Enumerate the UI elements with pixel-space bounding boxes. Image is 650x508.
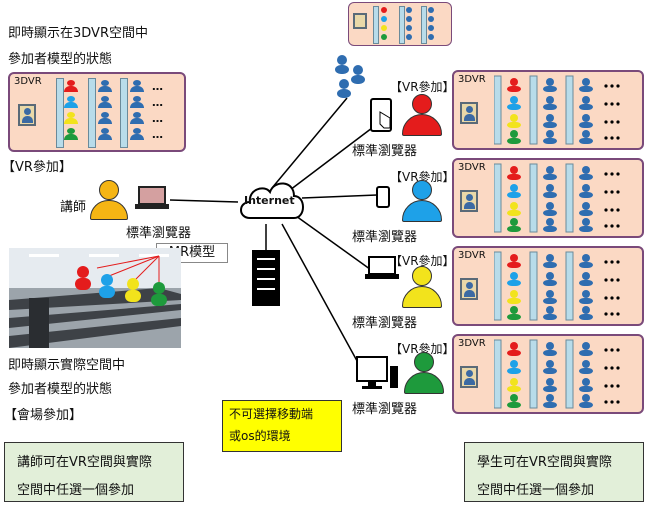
browser-label: 標準瀏覽器 xyxy=(352,402,418,417)
participant-icon xyxy=(130,128,144,140)
tablet-icon xyxy=(370,98,392,132)
participant-yellow-icon xyxy=(64,112,78,124)
portrait-icon xyxy=(460,278,478,300)
ellipsis-icon: … xyxy=(152,96,164,109)
panel-label: 3DVR xyxy=(458,74,486,85)
desktop-pc-icon xyxy=(356,356,398,389)
server-icon xyxy=(252,250,280,306)
internet-label: Internet xyxy=(244,194,295,207)
participants-group-icon xyxy=(335,55,365,98)
participant-icon xyxy=(98,96,112,108)
mini-participants-icon xyxy=(381,7,434,40)
left-bottom-line2: 參加者模型的狀態 xyxy=(8,382,113,397)
device-note: 不可選擇移動端 或os的環境 xyxy=(222,400,342,452)
venue-photo xyxy=(9,248,181,348)
participant-icon xyxy=(98,80,112,92)
participant-green-icon xyxy=(64,128,78,140)
lecturer-note: 講師可在VR空間與實際 空間中任選一個參加 xyxy=(4,442,184,502)
portrait-icon xyxy=(18,104,36,126)
portrait-icon xyxy=(460,102,478,124)
top-mini-3dvr-panel xyxy=(348,2,452,46)
seating-grid xyxy=(494,339,620,409)
participant-red-avatar-icon xyxy=(402,94,442,136)
lecturer-note-line2: 空間中任選一個參加 xyxy=(17,483,135,498)
left-3dvr-panel: 3DVR … … … … xyxy=(8,72,186,152)
right-3dvr-panel: 3DVR xyxy=(452,334,644,414)
participant-icon xyxy=(130,80,144,92)
seating-grid xyxy=(494,163,620,233)
ellipsis-icon: … xyxy=(152,112,164,125)
participant-yellow-avatar-icon xyxy=(402,266,442,308)
left-bottom-line1: 即時顯示實際空間中 xyxy=(8,358,126,373)
vr-join-label: 【VR參加】 xyxy=(390,254,455,268)
seating-grid xyxy=(494,75,620,145)
seat-column xyxy=(56,78,64,148)
browser-label: 標準瀏覽器 xyxy=(352,316,418,331)
portrait-icon xyxy=(460,366,478,388)
ellipsis-icon: … xyxy=(152,80,164,93)
panel-label: 3DVR xyxy=(458,250,486,261)
venue-join-label: 【會場參加】 xyxy=(4,408,83,423)
device-note-line2: 或os的環境 xyxy=(229,429,291,443)
portrait-icon xyxy=(353,13,367,29)
participant-red-icon xyxy=(64,80,78,92)
vr-join-label: 【VR參加】 xyxy=(390,80,455,94)
panel-label: 3DVR xyxy=(458,338,486,349)
panel-label: 3DVR xyxy=(14,76,42,87)
participant-icon xyxy=(98,128,112,140)
participant-icon xyxy=(130,96,144,108)
seat-column xyxy=(373,6,379,44)
seat-column xyxy=(88,78,96,148)
participant-icon xyxy=(130,112,144,124)
internet-cloud-icon xyxy=(240,182,304,219)
left-vr-join-label: 【VR參加】 xyxy=(2,160,72,175)
seat-column xyxy=(421,6,427,44)
device-note-line1: 不可選擇移動端 xyxy=(229,407,314,421)
lecturer-avatar-icon xyxy=(90,180,128,220)
panel-label: 3DVR xyxy=(458,162,486,173)
laptop-icon xyxy=(135,186,169,209)
right-3dvr-panel: 3DVR xyxy=(452,70,644,150)
right-3dvr-panel: 3DVR xyxy=(452,158,644,238)
student-note: 學生可在VR空間與實際 空間中任選一個參加 xyxy=(464,442,644,502)
smartphone-icon xyxy=(376,186,390,208)
seat-column xyxy=(399,6,405,44)
browser-label: 標準瀏覽器 xyxy=(352,230,418,245)
portrait-icon xyxy=(460,190,478,212)
right-3dvr-panel: 3DVR xyxy=(452,246,644,326)
student-note-line2: 空間中任選一個參加 xyxy=(477,483,595,498)
ellipsis-icon: … xyxy=(152,128,164,141)
lecturer-note-line1: 講師可在VR空間與實際 xyxy=(17,455,152,470)
venue-photo-illustration xyxy=(9,248,181,348)
browser-label: 標準瀏覽器 xyxy=(352,144,418,159)
lecturer-label: 講師 xyxy=(60,200,87,215)
student-note-line1: 學生可在VR空間與實際 xyxy=(477,455,612,470)
participant-cyan-icon xyxy=(64,96,78,108)
participant-cyan-avatar-icon xyxy=(402,180,442,222)
vr-join-label: 【VR參加】 xyxy=(390,342,455,356)
laptop-icon xyxy=(365,256,399,279)
seating-grid xyxy=(494,251,620,321)
participant-green-avatar-icon xyxy=(404,352,444,394)
seat-column xyxy=(120,78,128,148)
lecturer-browser-label: 標準瀏覽器 xyxy=(126,226,192,241)
vr-join-label: 【VR參加】 xyxy=(390,170,455,184)
participant-icon xyxy=(98,112,112,124)
left-caption-line1: 即時顯示在3DVR空間中 xyxy=(8,26,148,41)
left-caption-line2: 參加者模型的狀態 xyxy=(8,52,113,67)
